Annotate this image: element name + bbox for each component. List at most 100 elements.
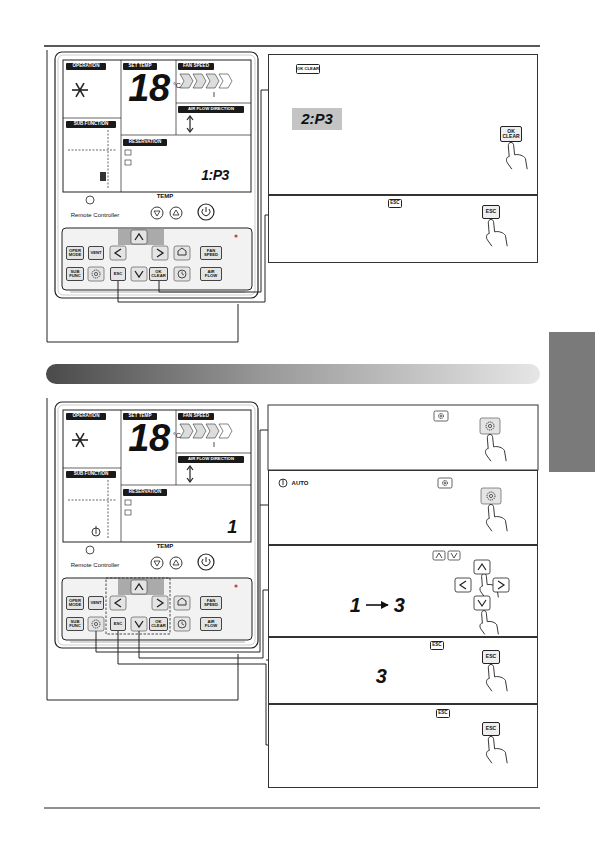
fan-speed-bar xyxy=(206,74,219,88)
arrow-key-symbol xyxy=(436,553,442,558)
button-label: AIR FLOW xyxy=(200,267,222,281)
temp-button xyxy=(170,207,182,219)
arrow-key-symbol xyxy=(451,553,457,558)
temp-button xyxy=(151,557,163,569)
button xyxy=(131,580,147,594)
mode-snowflake xyxy=(76,433,84,447)
temp-symbol xyxy=(173,560,179,565)
key-icon-label: ESC xyxy=(388,199,402,208)
key-group-outline xyxy=(106,578,170,634)
reservation-icon xyxy=(125,160,131,165)
pressing-hand xyxy=(506,142,527,169)
fan-speed-bar xyxy=(219,424,232,438)
leader-line xyxy=(118,215,268,302)
button-label: ESC xyxy=(110,267,126,281)
lcd-digits: 3 xyxy=(392,593,406,617)
lcd-caption: AIR FLOW DIRECTION xyxy=(178,106,244,113)
lcd-caption: SUB FUNCTION xyxy=(66,471,116,478)
button xyxy=(480,418,500,434)
key-icon-label: OK CLEAR xyxy=(296,64,320,74)
timer-symbol xyxy=(182,272,184,276)
leader-line xyxy=(260,505,268,506)
arrow-key-symbol xyxy=(478,600,486,606)
panel-text: °C xyxy=(172,432,182,440)
lcd-divider xyxy=(121,60,122,192)
button-label: ESC xyxy=(482,650,500,664)
step-box: 13 xyxy=(268,545,538,637)
lcd-divider xyxy=(121,135,251,136)
power-symbol xyxy=(206,557,207,562)
gear-symbol xyxy=(487,492,495,500)
panel-text: TEMP xyxy=(148,192,182,200)
header-rule xyxy=(44,45,540,47)
button-label: VENT xyxy=(88,596,104,610)
lcd-divider xyxy=(176,410,177,485)
button xyxy=(174,617,190,631)
button xyxy=(152,246,168,260)
temp-symbol xyxy=(154,211,160,216)
button xyxy=(174,267,190,281)
sub-function-icon xyxy=(100,172,106,181)
lcd-caption: OPERATION xyxy=(66,63,106,70)
button-label: OPER MODE xyxy=(66,246,84,260)
key-icon xyxy=(438,478,452,488)
button xyxy=(110,246,126,260)
key-icon xyxy=(448,551,460,560)
gear-symbol xyxy=(94,272,97,275)
lcd-screen xyxy=(63,410,251,542)
reservation-icon xyxy=(125,150,131,155)
arrow-key-symbol xyxy=(478,564,486,570)
display-readout: 2:P3 xyxy=(292,108,342,130)
arrow-key xyxy=(474,596,490,610)
lcd-divider xyxy=(63,468,121,469)
button-label: OK CLEAR xyxy=(149,617,168,631)
button-label: FAN SPEED xyxy=(200,246,222,260)
auto-icon xyxy=(279,479,287,487)
gear-symbol xyxy=(94,622,97,625)
timer-symbol xyxy=(182,622,184,626)
arrow-key-symbol xyxy=(135,234,143,240)
lcd-digits: 18 xyxy=(124,68,174,110)
button-label: ESC xyxy=(482,722,500,736)
lcd-divider xyxy=(63,118,121,119)
home-symbol xyxy=(178,598,186,605)
step-box: ESC ESC xyxy=(268,704,538,788)
indicator-lamp xyxy=(86,546,94,554)
key-icon-label: ESC xyxy=(436,709,450,718)
sub-function-mark xyxy=(68,150,116,151)
button xyxy=(131,617,147,631)
lcd-caption: RESERVATION xyxy=(123,139,167,146)
arrow-key-symbol xyxy=(115,249,121,257)
lcd-divider xyxy=(121,410,122,542)
lcd-caption: FAN SPEED xyxy=(178,413,214,420)
power-button xyxy=(198,204,214,220)
home-symbol xyxy=(178,248,186,255)
sub-function-mark xyxy=(108,130,109,188)
reservation-icon xyxy=(125,500,131,505)
mode-snowflake xyxy=(76,433,84,447)
reservation-icon xyxy=(125,510,131,515)
lcd-divider xyxy=(176,103,251,104)
step-box xyxy=(268,405,538,470)
auto-icon xyxy=(283,479,284,485)
remote-rim xyxy=(58,405,255,645)
mode-snowflake xyxy=(76,83,84,97)
button-label: SUB FUNC xyxy=(66,267,84,281)
panel-text: TEMP xyxy=(148,542,182,550)
pressing-hand xyxy=(486,664,507,691)
air-flow-arrow xyxy=(187,466,193,470)
timer-symbol xyxy=(178,270,186,278)
arrow-key-symbol xyxy=(157,249,163,257)
temp-symbol xyxy=(173,210,179,215)
leader-line xyxy=(159,90,268,292)
lcd-digits: 3 xyxy=(374,664,388,688)
sub-function-mark xyxy=(68,500,116,501)
footer-rule xyxy=(44,808,540,809)
button-label: ESC xyxy=(482,205,500,219)
pressing-hand xyxy=(485,434,506,461)
lcd-caption: FAN SPEED xyxy=(178,63,214,70)
button-panel xyxy=(62,228,252,290)
remote-housing xyxy=(55,52,258,298)
auto-icon xyxy=(96,526,97,534)
button xyxy=(131,230,147,244)
